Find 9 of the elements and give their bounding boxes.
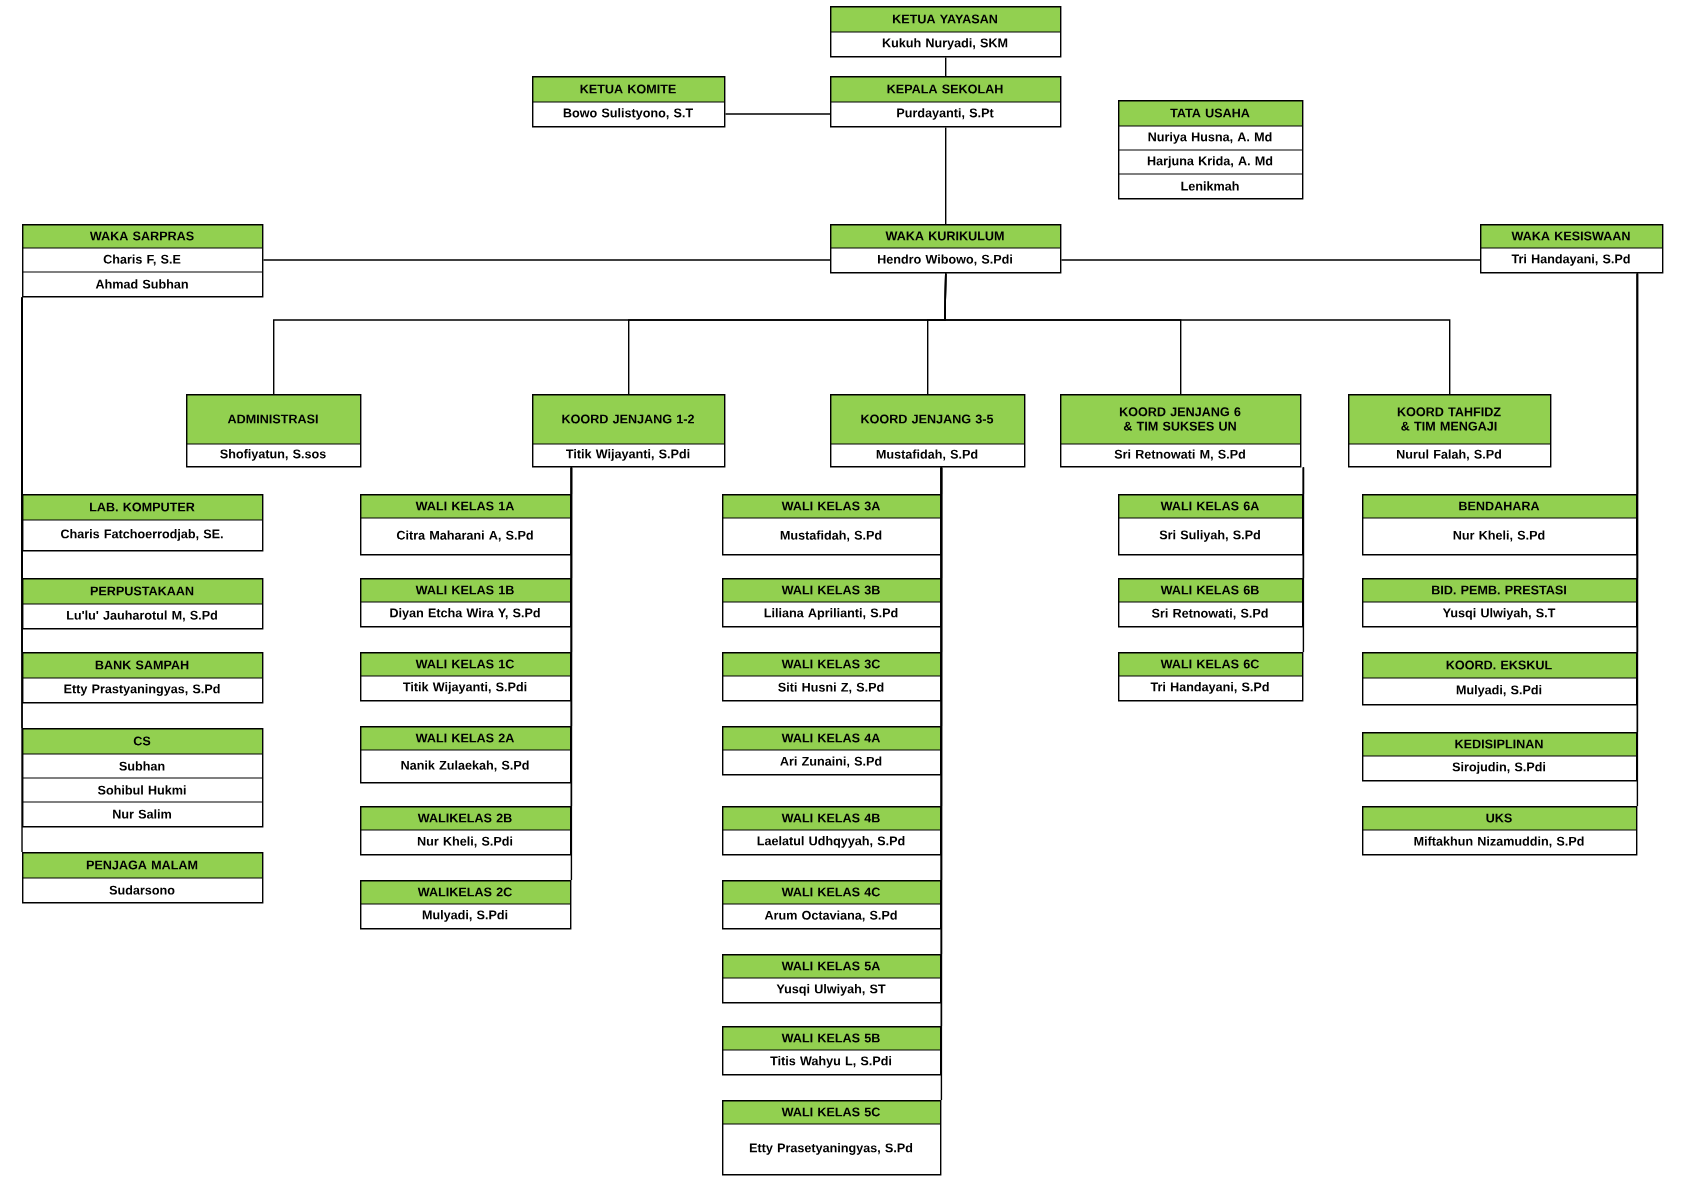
connector-line xyxy=(1060,259,1481,261)
connector-line xyxy=(1302,466,1305,653)
connector-line xyxy=(945,56,947,77)
connector-line xyxy=(21,296,23,853)
connector-line xyxy=(724,113,831,115)
connector-line xyxy=(570,466,573,881)
connector-line xyxy=(945,126,947,225)
connector-line xyxy=(944,272,1451,395)
connector-line xyxy=(262,259,831,261)
